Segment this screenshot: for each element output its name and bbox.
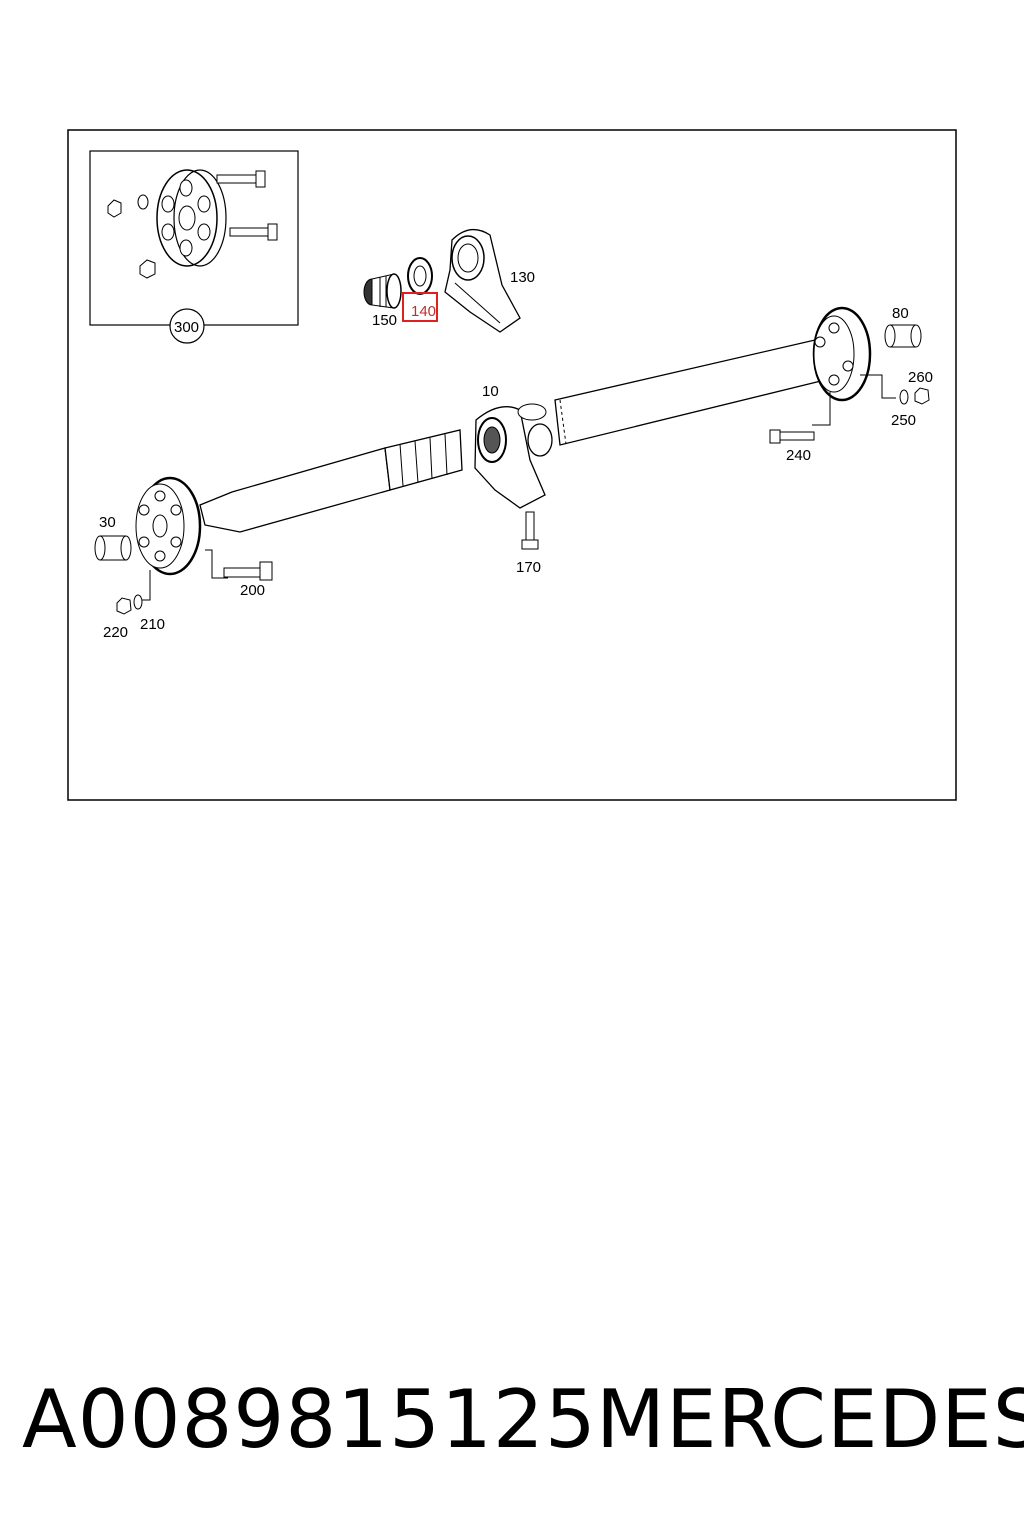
label-260: 260 [908,369,933,386]
kit-nut-icon [107,199,122,218]
boot-icon [363,273,402,309]
kit-bolt-icon [216,170,266,188]
label-210: 210 [140,616,165,633]
label-300: 300 [174,319,199,336]
label-130: 130 [510,269,535,286]
mount-bolt-icon [521,511,539,550]
front-flex-disc-icon [135,476,202,576]
rear-bolt-icon [769,392,831,444]
rear-nut-icon [914,387,930,405]
diagram-frame [67,129,957,801]
rear-flex-disc-icon [812,306,872,402]
seal-ring-icon [407,257,433,295]
kit-washer-icon [137,194,149,210]
kit-label-circle [169,308,205,344]
kit-bolt-icon [229,223,278,241]
label-80: 80 [892,305,909,322]
part-number: A0089815125 [22,1373,597,1466]
label-150: 150 [372,312,397,329]
label-200: 200 [240,582,265,599]
label-240: 240 [786,447,811,464]
label-220: 220 [103,624,128,641]
brand-name: MERCEDES [596,1373,1024,1466]
center-bearing-icon [444,228,521,333]
kit-nut-icon [139,259,156,279]
front-nut-icon [116,597,132,615]
rear-bushing-icon [884,324,922,348]
drive-shaft-icon [199,339,826,533]
flex-disc-icon [156,169,227,267]
label-250: 250 [891,412,916,429]
rear-washer-icon [899,389,909,405]
label-10: 10 [482,383,499,400]
label-140: 140 [411,303,436,320]
footer: A0089815125 MERCEDES [0,1370,1024,1470]
highlight-box [402,292,438,322]
parts-diagram: 300 150 140 130 [67,129,957,801]
kit-inset [89,150,299,326]
front-washer-icon [133,594,143,610]
label-30: 30 [99,514,116,531]
front-bushing-icon [94,535,132,561]
label-170: 170 [516,559,541,576]
front-bolt-icon [205,549,273,581]
